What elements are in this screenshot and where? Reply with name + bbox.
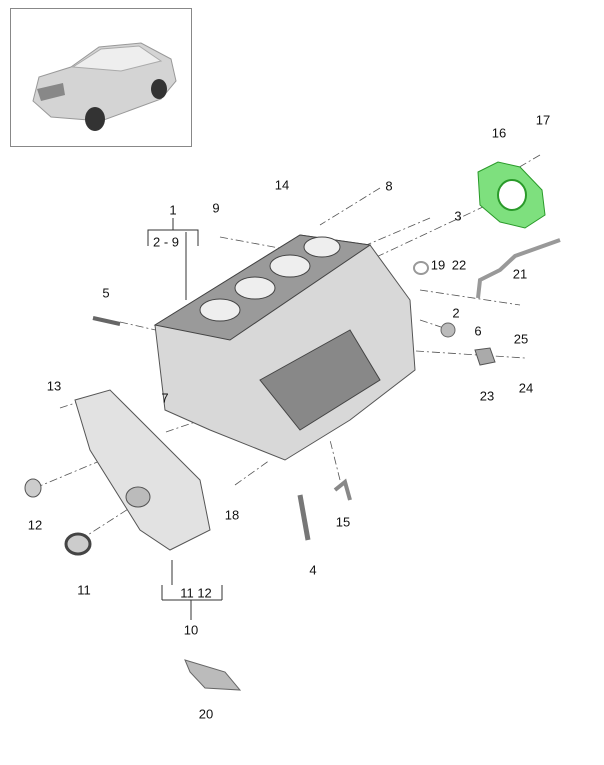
bolt-5 xyxy=(92,316,121,326)
callout-13[interactable]: 13 xyxy=(46,378,62,394)
engine-block xyxy=(153,234,416,461)
sensor-23 xyxy=(474,347,496,366)
callout-24[interactable]: 24 xyxy=(518,380,534,396)
seal-12 xyxy=(24,478,42,498)
pipe-21 xyxy=(476,238,561,299)
callout-19[interactable]: 19 xyxy=(430,257,446,273)
callout-2-9[interactable]: 2 - 9 xyxy=(152,234,180,250)
vehicle-thumbnail xyxy=(10,8,192,147)
callout-14[interactable]: 14 xyxy=(274,177,290,193)
callout-3[interactable]: 3 xyxy=(454,208,462,224)
callout-11[interactable]: 11 xyxy=(77,582,91,598)
callout-1[interactable]: 1 xyxy=(169,202,177,218)
tube-15 xyxy=(333,478,352,501)
callout-4[interactable]: 4 xyxy=(309,562,317,578)
callout-20[interactable]: 20 xyxy=(198,706,214,722)
callout-12[interactable]: 12 xyxy=(27,517,43,533)
callout-6[interactable]: 6 xyxy=(474,323,482,339)
callout-5[interactable]: 5 xyxy=(102,285,110,301)
callout-22[interactable]: 22 xyxy=(451,257,467,273)
bolt-4 xyxy=(297,494,311,541)
callout-11-12[interactable]: 11 12 xyxy=(180,585,212,601)
callout-15[interactable]: 15 xyxy=(335,514,351,530)
callout-25[interactable]: 25 xyxy=(513,331,529,347)
timing-cover xyxy=(74,389,211,551)
oring-19 xyxy=(413,261,429,275)
callout-7[interactable]: 7 xyxy=(161,390,169,406)
callout-18[interactable]: 18 xyxy=(224,507,240,523)
callout-23[interactable]: 23 xyxy=(479,388,495,404)
callout-2[interactable]: 2 xyxy=(452,305,460,321)
seal-11 xyxy=(64,532,92,556)
plug-6 xyxy=(440,322,456,338)
callout-9[interactable]: 9 xyxy=(212,200,220,216)
leader-lines xyxy=(147,218,223,620)
callout-21[interactable]: 21 xyxy=(512,266,528,282)
callout-10[interactable]: 10 xyxy=(183,622,199,638)
sealant-20 xyxy=(184,659,242,691)
callout-17[interactable]: 17 xyxy=(535,112,551,128)
callout-8[interactable]: 8 xyxy=(385,178,393,194)
callout-16[interactable]: 16 xyxy=(491,125,507,141)
car-icon xyxy=(32,42,177,131)
